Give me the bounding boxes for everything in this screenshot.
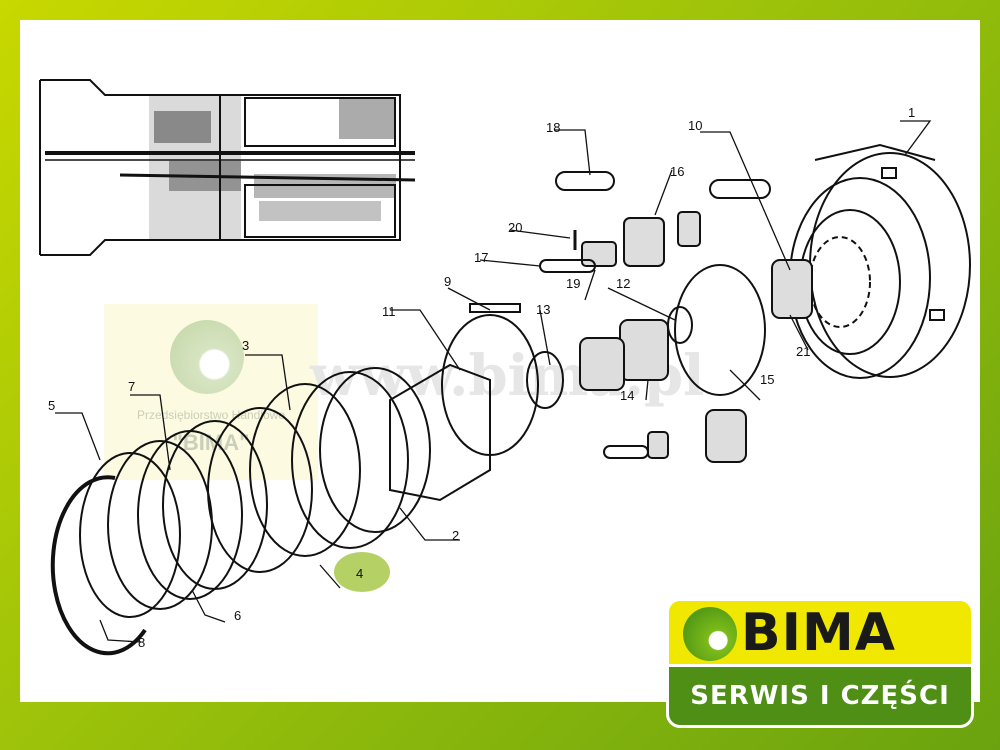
label-part-15: 15: [760, 372, 774, 387]
label-part-14: 14: [620, 388, 634, 403]
label-part-11: 11: [382, 304, 396, 319]
exploded-parts-diagram: www.bima.pl: [39, 79, 971, 656]
part-labels: 1 2 3 4 5 6 7 8 9 10 11 12 13 14 15 16 1…: [48, 105, 915, 650]
part-19-bearing: [581, 241, 617, 267]
label-part-18: 18: [546, 120, 560, 135]
part-13-gear: [579, 337, 625, 391]
cross-section-drawing: [39, 79, 416, 256]
part-18-shaft: [555, 171, 615, 191]
diagram-canvas: Przedsiębiorstwo Handlowe "BIMA" www.bim…: [20, 20, 980, 702]
bima-logo: BIMA SERWIS I CZĘŚCI: [666, 598, 974, 730]
logo-tagline: SERWIS I CZĘŚCI: [690, 681, 950, 711]
highlight-part-4: [334, 552, 390, 592]
part-15-plate: [674, 264, 766, 396]
logo-brand-name: BIMA: [741, 603, 896, 663]
part-21-gear: [771, 259, 813, 319]
part-14-gear: [619, 319, 669, 381]
part-16-gear: [623, 217, 665, 267]
gear-set: [441, 171, 813, 463]
stamp-company-line: Przedsiębiorstwo Handlowe: [136, 408, 286, 422]
part-5-plate: [79, 452, 181, 618]
label-part-10: 10: [688, 118, 702, 133]
logo-top-panel: BIMA: [666, 598, 974, 668]
part-2-disc: [319, 367, 431, 533]
part-11-carrier: [389, 363, 491, 502]
label-part-13: 13: [536, 302, 550, 317]
label-part-20: 20: [508, 220, 522, 235]
part-10-shaft: [709, 179, 771, 199]
label-part-4: 4: [356, 566, 363, 581]
part-9-ring: [526, 351, 564, 409]
label-part-5: 5: [48, 398, 55, 413]
label-part-3: 3: [242, 338, 249, 353]
label-part-2: 2: [452, 528, 459, 543]
clutch-assembly: [50, 363, 491, 656]
label-part-12: 12: [616, 276, 630, 291]
label-part-7: 7: [128, 379, 135, 394]
part-1-housing: [789, 143, 971, 379]
part-8-snap-ring: [50, 475, 147, 656]
part-6-disc: [107, 440, 213, 610]
label-part-1: 1: [908, 105, 915, 120]
label-part-17: 17: [474, 250, 488, 265]
leader-lines: [55, 120, 932, 643]
logo-ball-icon: [683, 607, 737, 661]
label-part-19: 19: [566, 276, 580, 291]
logo-bottom-panel: SERWIS I CZĘŚCI: [666, 664, 974, 728]
part-3-disc: [249, 383, 361, 557]
part-12-washer: [667, 306, 693, 344]
label-part-8: 8: [138, 635, 145, 650]
stamp-logo-icon: [170, 320, 244, 394]
label-part-9: 9: [444, 274, 451, 289]
label-part-21: 21: [796, 344, 810, 359]
label-part-16: 16: [670, 164, 684, 179]
label-part-6: 6: [234, 608, 241, 623]
